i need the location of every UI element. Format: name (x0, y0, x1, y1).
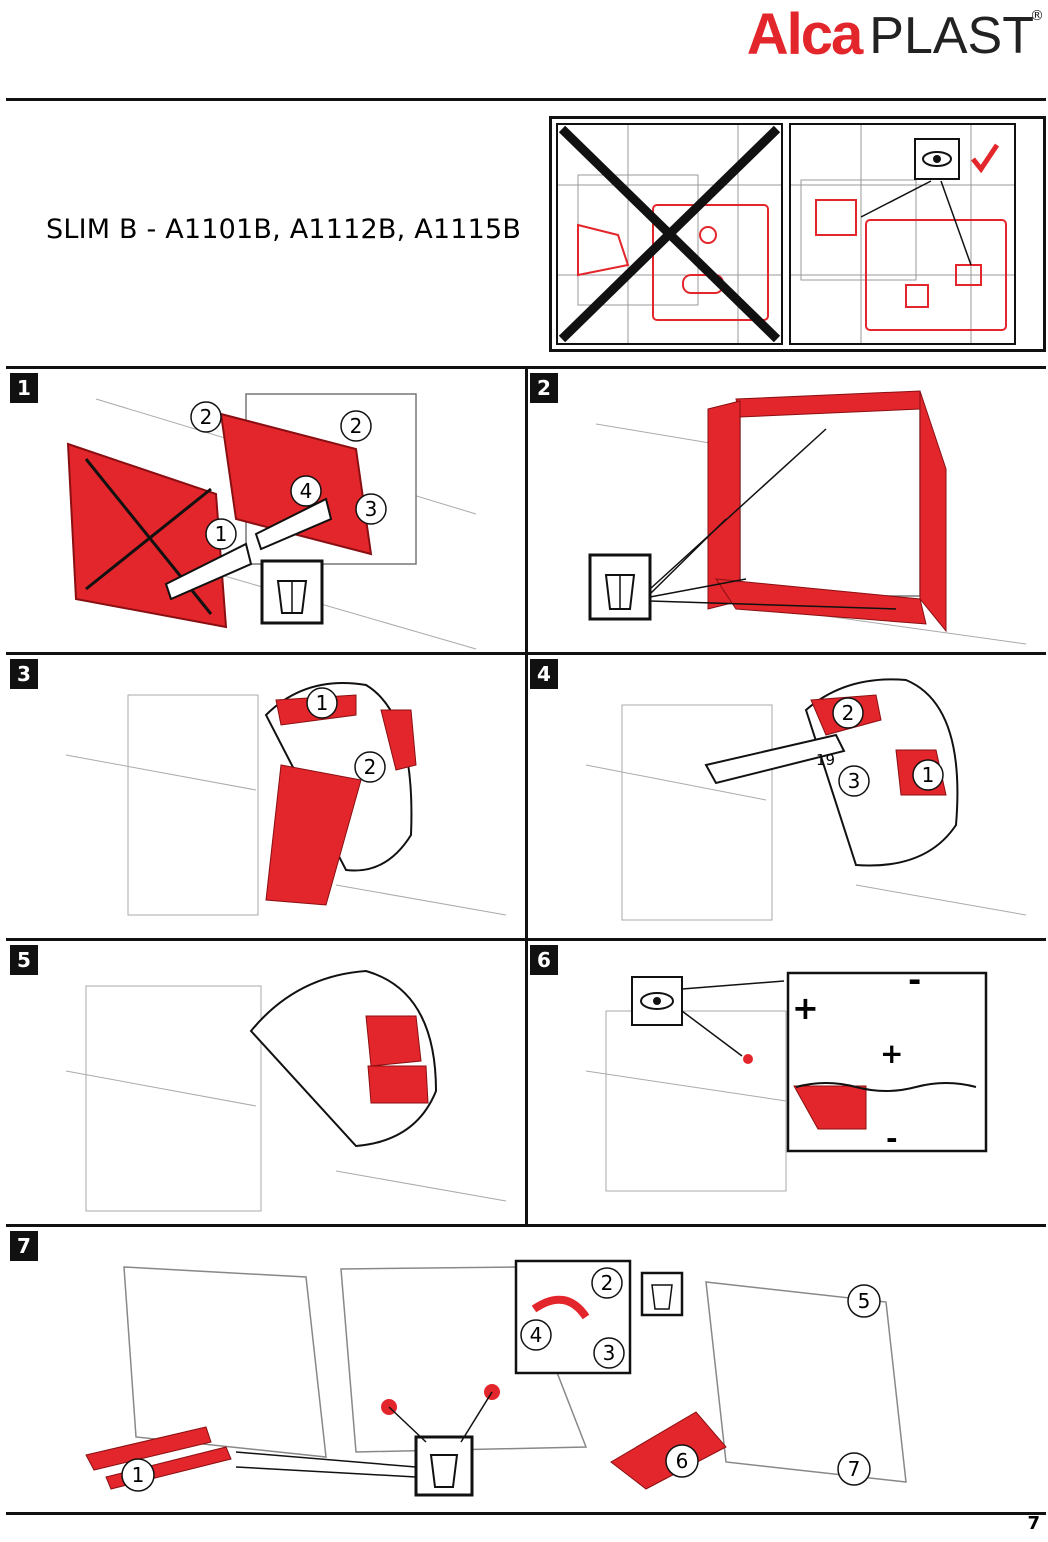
step-5-number: 5 (10, 945, 38, 975)
step-3-callout-2: 2 (364, 755, 377, 779)
brand-name-alca: Alca (746, 2, 864, 67)
step-1-callout-2a: 2 (200, 405, 213, 429)
step-5-panel: 5 (6, 938, 526, 1224)
checkmark-icon (971, 143, 1000, 174)
comparison-box (549, 116, 1046, 352)
step-4-callout-3: 3 (848, 769, 861, 793)
step-4-drawing: 19 1 2 3 (585, 678, 1027, 921)
header-divider (6, 98, 1046, 101)
minus-sign-bottom: - (886, 1122, 898, 1155)
wrong-example-drawing (558, 125, 781, 343)
wrench-icon (704, 733, 846, 785)
step-2-number: 2 (530, 373, 558, 403)
trash-bin-icon (260, 559, 324, 625)
correct-example-drawing (791, 125, 1014, 343)
eye-icon (631, 976, 683, 1026)
page-number: 7 (1027, 1513, 1040, 1534)
step-3-panel: 3 1 2 (6, 652, 526, 938)
step-4-callout-2: 2 (842, 701, 855, 725)
column-divider (525, 366, 528, 1224)
step-7-callout-4: 4 (530, 1323, 543, 1347)
step-7-drawing: 1 2 3 4 5 6 7 (85, 1259, 907, 1497)
step-3-drawing: 1 2 (65, 682, 507, 916)
wrong-example (556, 123, 783, 345)
x-cross-icon (558, 125, 781, 343)
step-1-number: 1 (10, 373, 38, 403)
minus-sign-top: - (908, 961, 921, 999)
brand-name-plast: PLAST (869, 7, 1034, 65)
step-7-panel: 7 (6, 1224, 1046, 1512)
step-4-number: 4 (530, 659, 558, 689)
step-7-callout-6: 6 (676, 1449, 689, 1473)
footer-divider (6, 1512, 1046, 1515)
plus-sign-mid: + (880, 1037, 903, 1070)
step-6-panel: 6 + + - - (526, 938, 1046, 1224)
step-7-callout-2: 2 (601, 1271, 614, 1295)
step-1-panel: 1 1 2 2 3 (6, 366, 526, 652)
step-7-callout-5: 5 (858, 1289, 871, 1313)
step-3-number: 3 (10, 659, 38, 689)
trash-bin-icon (414, 1271, 684, 1497)
step-1-callout-3: 3 (365, 497, 378, 521)
step-2-panel: 2 (526, 366, 1046, 652)
step-3-callout-1: 1 (316, 691, 329, 715)
plus-sign-top: + (792, 989, 819, 1027)
wrench-size: 19 (816, 751, 835, 769)
step-7-callout-1: 1 (132, 1463, 145, 1487)
brand-logo: Alca PLAST ® (746, 2, 1044, 67)
step-7-callout-3: 3 (603, 1341, 616, 1365)
page-title: SLIM B - A1101B, A1112B, A1115B (46, 214, 522, 245)
step-4-panel: 4 19 1 2 3 (526, 652, 1046, 938)
registered-mark: ® (1030, 8, 1044, 24)
trash-bin-icon (588, 553, 652, 621)
step-1-callout-4: 4 (300, 479, 313, 503)
step-7-number: 7 (10, 1231, 38, 1261)
step-1-callout-2b: 2 (350, 414, 363, 438)
step-4-callout-1: 1 (922, 763, 935, 787)
step-6-drawing: + + - - (585, 961, 988, 1192)
step-1-callout-1: 1 (215, 522, 228, 546)
correct-example (789, 123, 1016, 345)
step-1-drawing: 1 2 2 3 4 (66, 393, 477, 650)
step-5-drawing (65, 969, 507, 1212)
step-2-drawing (588, 390, 1027, 645)
step-7-callout-7: 7 (848, 1457, 861, 1481)
step-6-number: 6 (530, 945, 558, 975)
